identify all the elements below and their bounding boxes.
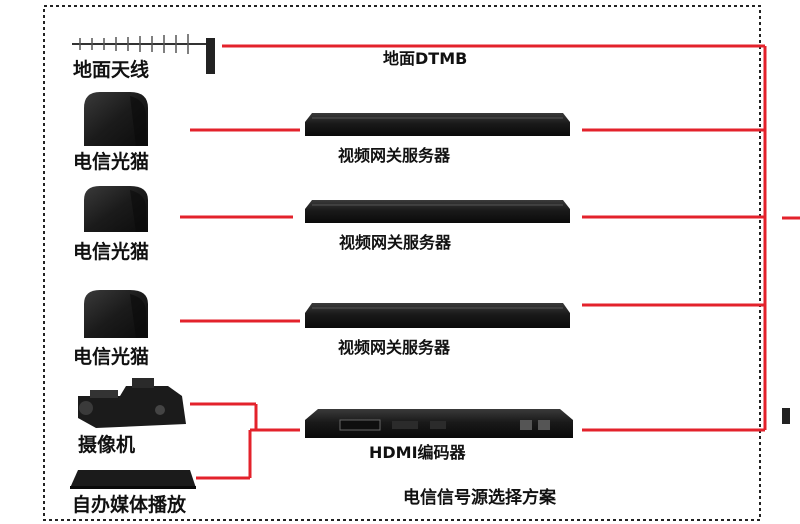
label-antenna: 地面天线 <box>73 59 150 81</box>
camera-icon <box>78 378 186 428</box>
modem-2-icon <box>84 186 148 232</box>
label-modem-1: 电信光猫 <box>73 151 150 173</box>
antenna-icon <box>72 34 215 74</box>
label-dtmb: 地面DTMB <box>383 49 468 68</box>
gateway-1-icon <box>305 113 570 136</box>
output-connector-icon <box>782 408 790 424</box>
label-camera: 摄像机 <box>78 434 136 456</box>
diagram-caption: 电信信号源选择方案 <box>403 488 556 508</box>
enclosure-border <box>43 5 761 521</box>
label-hdmi-encoder: HDMI编码器 <box>369 443 466 462</box>
label-media-player: 自办媒体播放 <box>72 494 187 516</box>
gateway-3-icon <box>305 303 570 328</box>
gateway-2-icon <box>305 200 570 223</box>
label-gateway-3: 视频网关服务器 <box>338 338 451 357</box>
modem-3-icon <box>84 290 148 338</box>
media-player-icon <box>70 470 196 489</box>
label-gateway-1: 视频网关服务器 <box>338 146 451 165</box>
label-gateway-2: 视频网关服务器 <box>339 233 452 252</box>
label-modem-3: 电信光猫 <box>73 346 150 368</box>
hdmi-encoder-icon <box>305 409 573 438</box>
modem-1-icon <box>84 92 148 146</box>
connection-lines <box>180 44 767 480</box>
label-modem-2: 电信光猫 <box>73 241 150 263</box>
